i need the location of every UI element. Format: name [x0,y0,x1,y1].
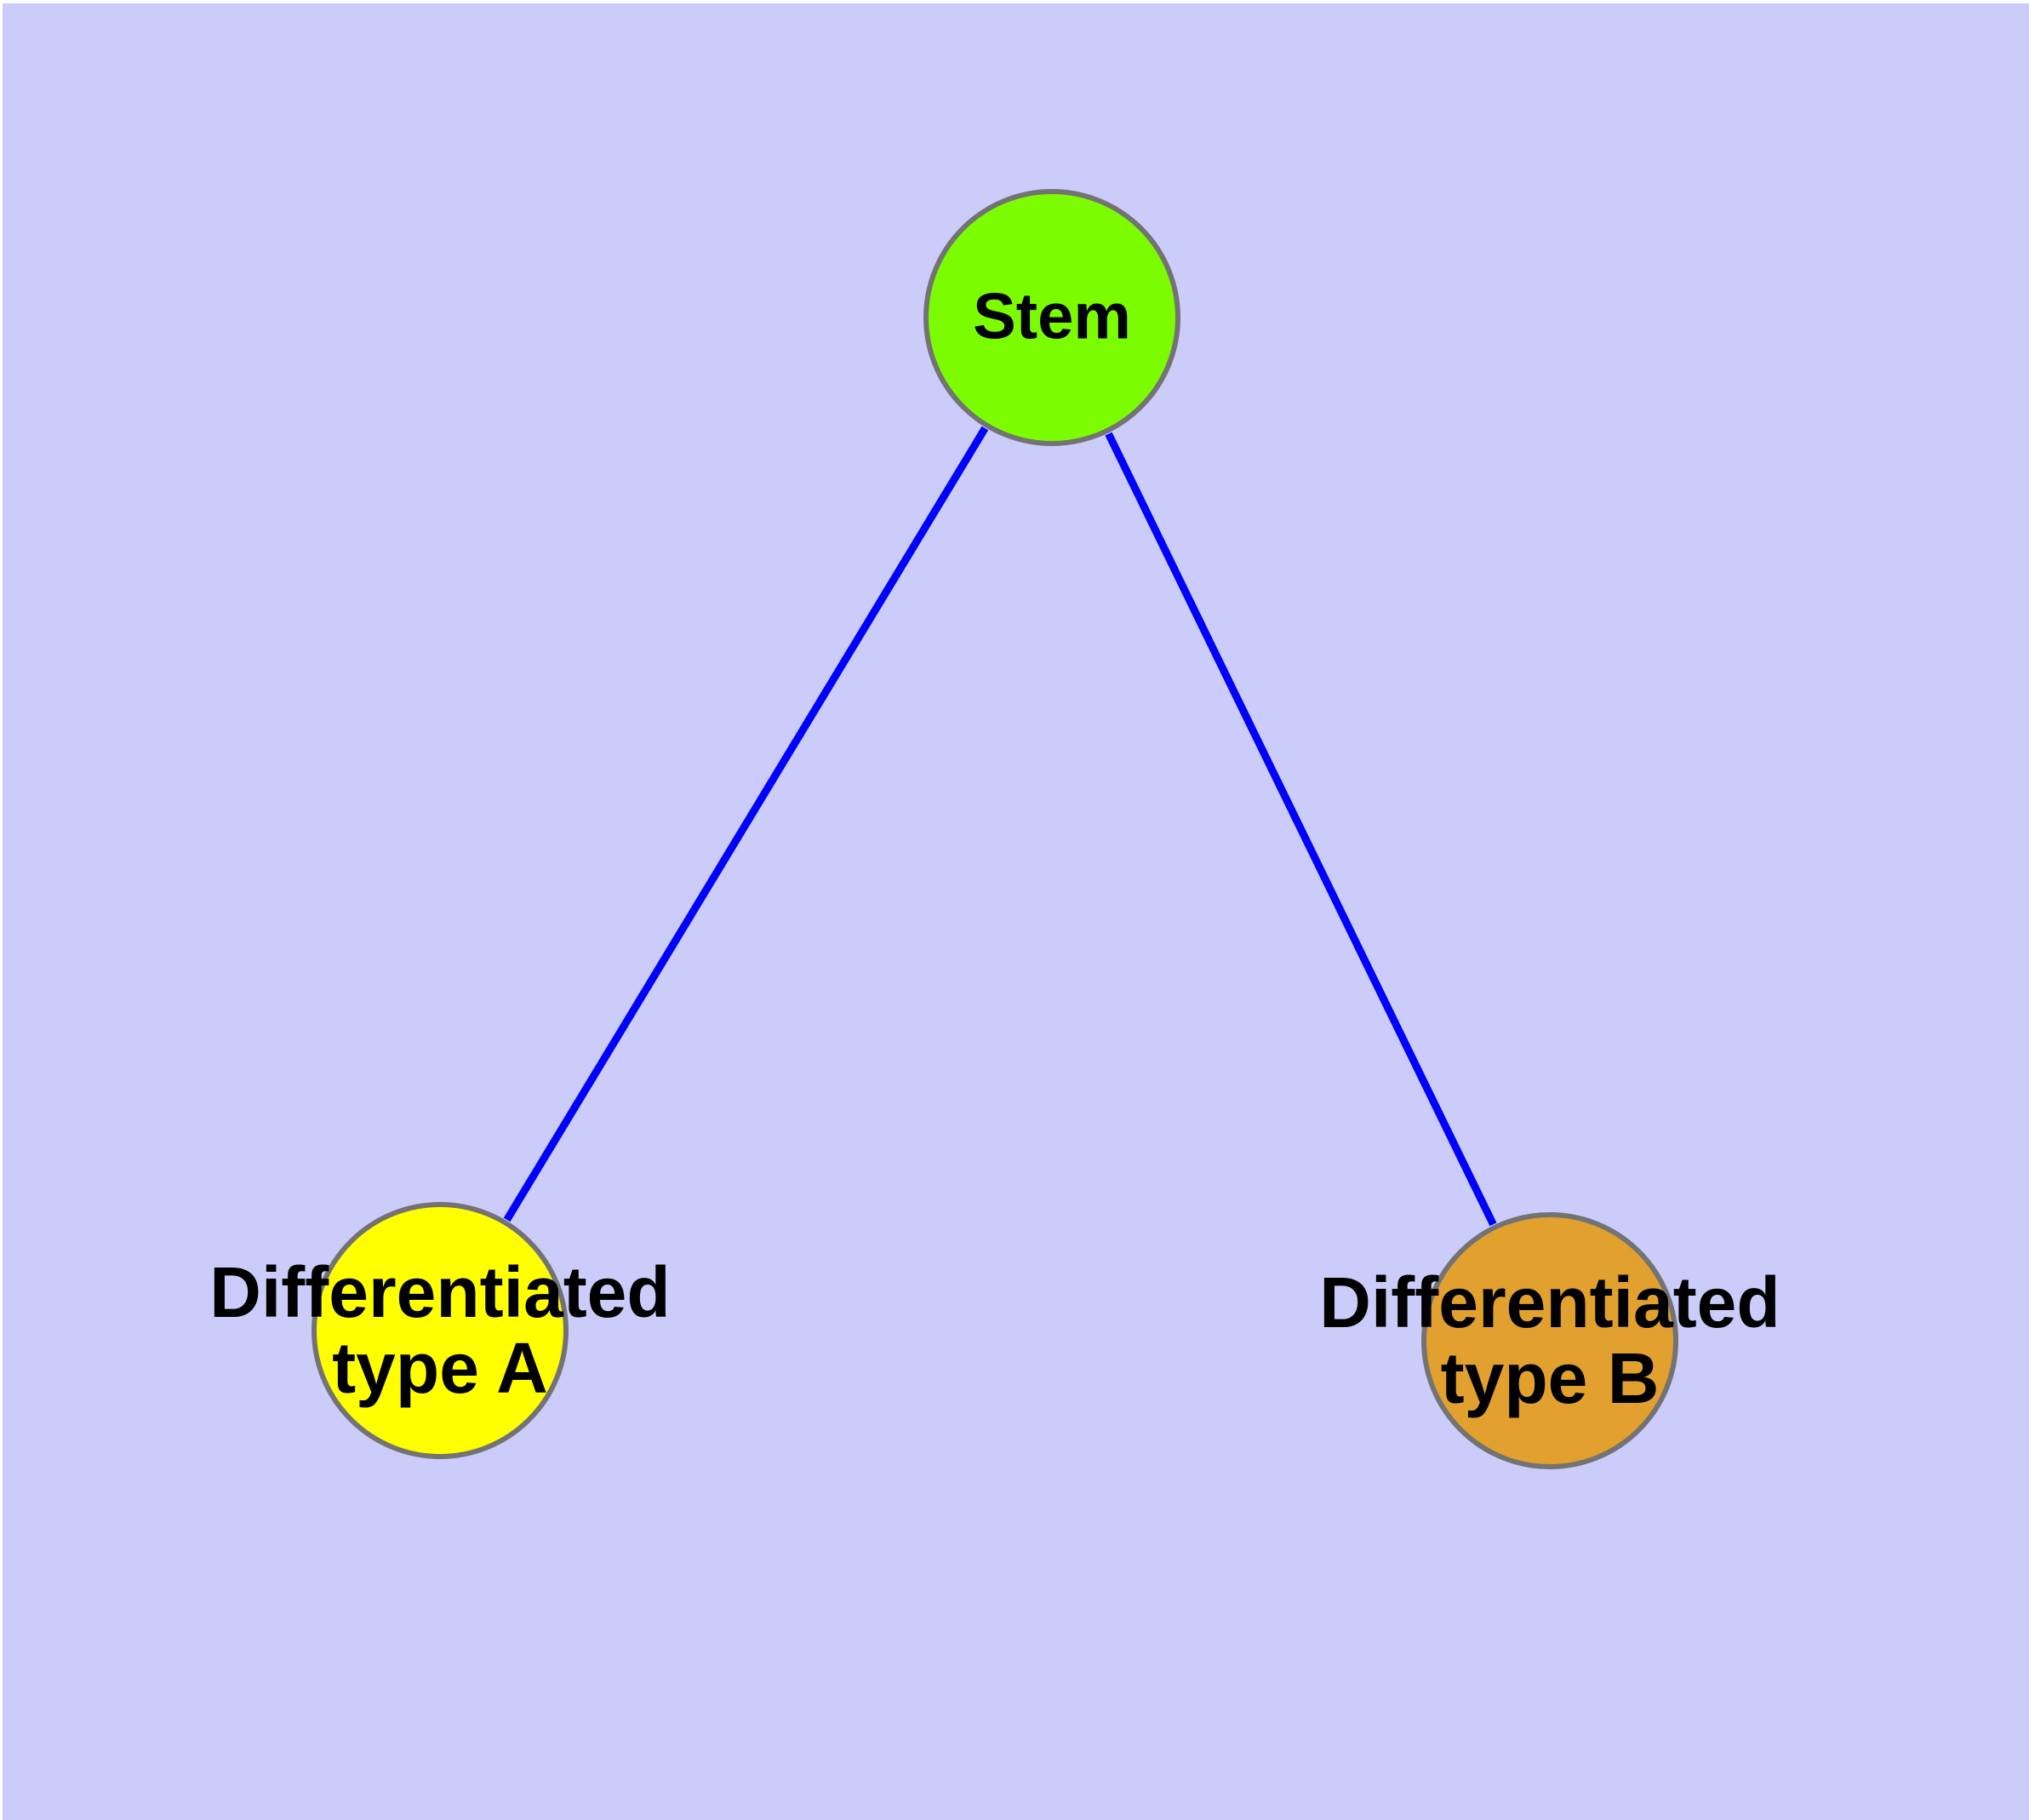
node-layer [311,189,1678,1469]
graph-node-diffB[interactable] [1421,1212,1678,1469]
graph-node-diffA[interactable] [311,1202,569,1459]
graph-edge[interactable] [503,426,989,1222]
graph-node-stem[interactable] [923,189,1180,446]
edge-layer [503,426,1497,1227]
graph-edge[interactable] [1105,432,1497,1227]
